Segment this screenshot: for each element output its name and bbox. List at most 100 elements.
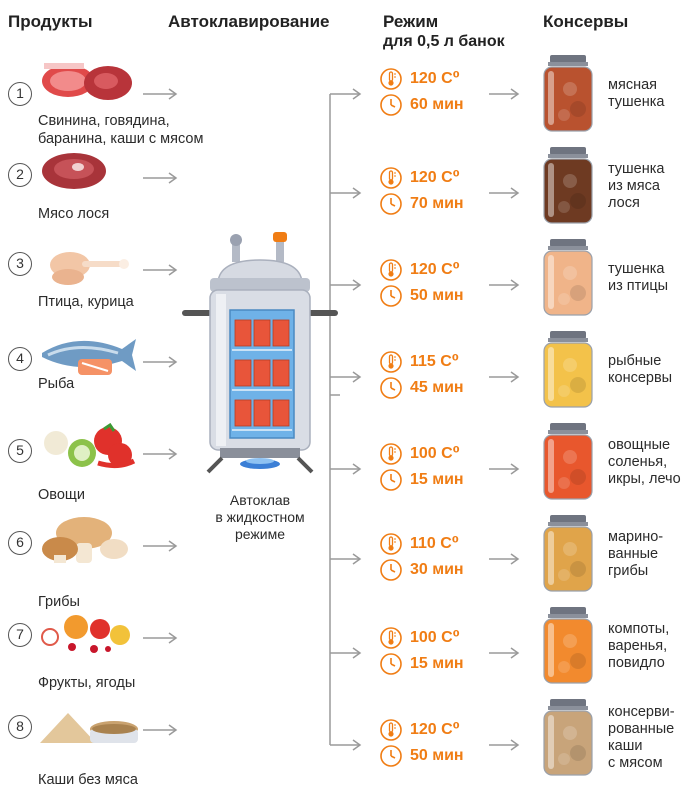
duration: 15 мин <box>380 653 500 677</box>
preserve-label: консервы <box>608 370 673 386</box>
arrow-right-icon <box>488 186 520 200</box>
temperature-value: 120 C⁰ <box>410 261 460 278</box>
duration: 50 мин <box>380 285 500 309</box>
product-label: Птица, курица <box>38 294 134 310</box>
arrow-right-icon <box>142 171 178 185</box>
preserve-label: с мясом <box>608 755 663 771</box>
temperature: 120 C⁰ <box>380 719 500 743</box>
temperature-value: 100 C⁰ <box>410 629 460 646</box>
temperature: 120 C⁰ <box>380 167 500 191</box>
row-number: 1 <box>8 82 32 106</box>
chicken-icon <box>38 239 138 287</box>
preserve-label: консерви- <box>608 704 675 720</box>
arrow-right-icon <box>488 552 520 566</box>
mushrooms-icon <box>38 515 138 563</box>
preserve-label: каши <box>608 738 643 754</box>
row-number: 6 <box>8 531 32 555</box>
temperature: 115 C⁰ <box>380 351 500 375</box>
duration-value: 45 мин <box>410 379 464 396</box>
product-label: баранина, каши с мясом <box>38 131 204 147</box>
duration-value: 50 мин <box>410 287 464 304</box>
temperature: 110 C⁰ <box>380 533 500 557</box>
duration: 70 мин <box>380 193 500 217</box>
duration-value: 60 мин <box>410 96 464 113</box>
preserve-jar <box>540 423 596 501</box>
arrow-right-icon <box>488 278 520 292</box>
header-products: Продукты <box>8 12 93 31</box>
porridge-icon <box>38 699 138 747</box>
preserve-jar <box>540 607 596 685</box>
preserve-label: икры, лечо <box>608 470 681 487</box>
preserve-label: мясная <box>608 77 657 93</box>
preserve-label: соленья, <box>608 453 668 470</box>
product-label: Мясо лося <box>38 206 110 222</box>
preserve-jar <box>540 239 596 317</box>
duration: 15 мин <box>380 469 500 493</box>
arrow-right-icon <box>142 447 178 461</box>
preserve-jar <box>540 699 596 777</box>
header-preserves: Консервы <box>543 12 629 31</box>
row-number: 7 <box>8 623 32 647</box>
vegetables-icon <box>38 422 138 471</box>
preserve-jar <box>540 147 596 225</box>
row-number: 8 <box>8 715 32 739</box>
temperature-value: 120 C⁰ <box>410 721 460 738</box>
arrow-right-icon <box>488 462 520 476</box>
product-label: Грибы <box>38 594 80 610</box>
autoclave-label-line2: в жидкостном <box>215 509 305 525</box>
product-label: Овощи <box>38 487 85 503</box>
arrow-right-icon <box>142 539 178 553</box>
autoclave-label-line3: режиме <box>234 526 285 542</box>
arrow-right-icon <box>488 646 520 660</box>
preserve-label: компоты, <box>608 620 670 637</box>
header-mode-line1: Режим <box>383 12 439 31</box>
preserve-label: тушенка <box>608 261 665 277</box>
row-number: 4 <box>8 347 32 371</box>
product-label: Каши без мяса <box>38 772 138 788</box>
duration-value: 15 мин <box>410 471 464 488</box>
preserve-jar <box>540 55 596 133</box>
preserve-label: тушенка <box>608 160 665 177</box>
preserve-label: грибы <box>608 562 649 579</box>
product-label: Свинина, говядина, <box>38 113 170 129</box>
temperature: 120 C⁰ <box>380 68 500 92</box>
header-autoclaving: Автоклавирование <box>168 12 330 31</box>
preserve-label: варенья, <box>608 637 668 654</box>
arrow-right-icon <box>142 723 178 737</box>
temperature-value: 100 C⁰ <box>410 445 460 462</box>
arrow-right-icon <box>142 263 178 277</box>
autoclave-illustration <box>180 232 340 482</box>
preserve-jar <box>540 515 596 593</box>
duration: 45 мин <box>380 377 500 401</box>
product-label: Фрукты, ягоды <box>38 675 136 691</box>
temperature-value: 120 C⁰ <box>410 70 460 87</box>
elk-meat-icon <box>38 147 138 195</box>
preserve-label: из мяса <box>608 177 660 194</box>
arrow-right-icon <box>142 87 178 101</box>
autoclave-label: Автоклав в жидкостном режиме <box>190 492 330 543</box>
duration: 30 мин <box>380 559 500 583</box>
temperature: 100 C⁰ <box>380 443 500 467</box>
duration-value: 30 мин <box>410 561 464 578</box>
duration-value: 70 мин <box>410 195 464 212</box>
duration-value: 15 мин <box>410 655 464 672</box>
preserve-label: рованные <box>608 721 675 737</box>
temperature-value: 115 C⁰ <box>410 353 459 370</box>
arrow-right-icon <box>488 87 520 101</box>
preserve-label: из птицы <box>608 278 669 294</box>
product-label: Рыба <box>38 376 75 392</box>
row-number: 3 <box>8 252 32 276</box>
header-mode: Режим для 0,5 л банок <box>383 12 505 52</box>
row-number: 2 <box>8 163 32 187</box>
temperature: 120 C⁰ <box>380 259 500 283</box>
preserve-label: рыбные <box>608 353 662 369</box>
arrow-right-icon <box>142 355 178 369</box>
duration: 50 мин <box>380 745 500 769</box>
